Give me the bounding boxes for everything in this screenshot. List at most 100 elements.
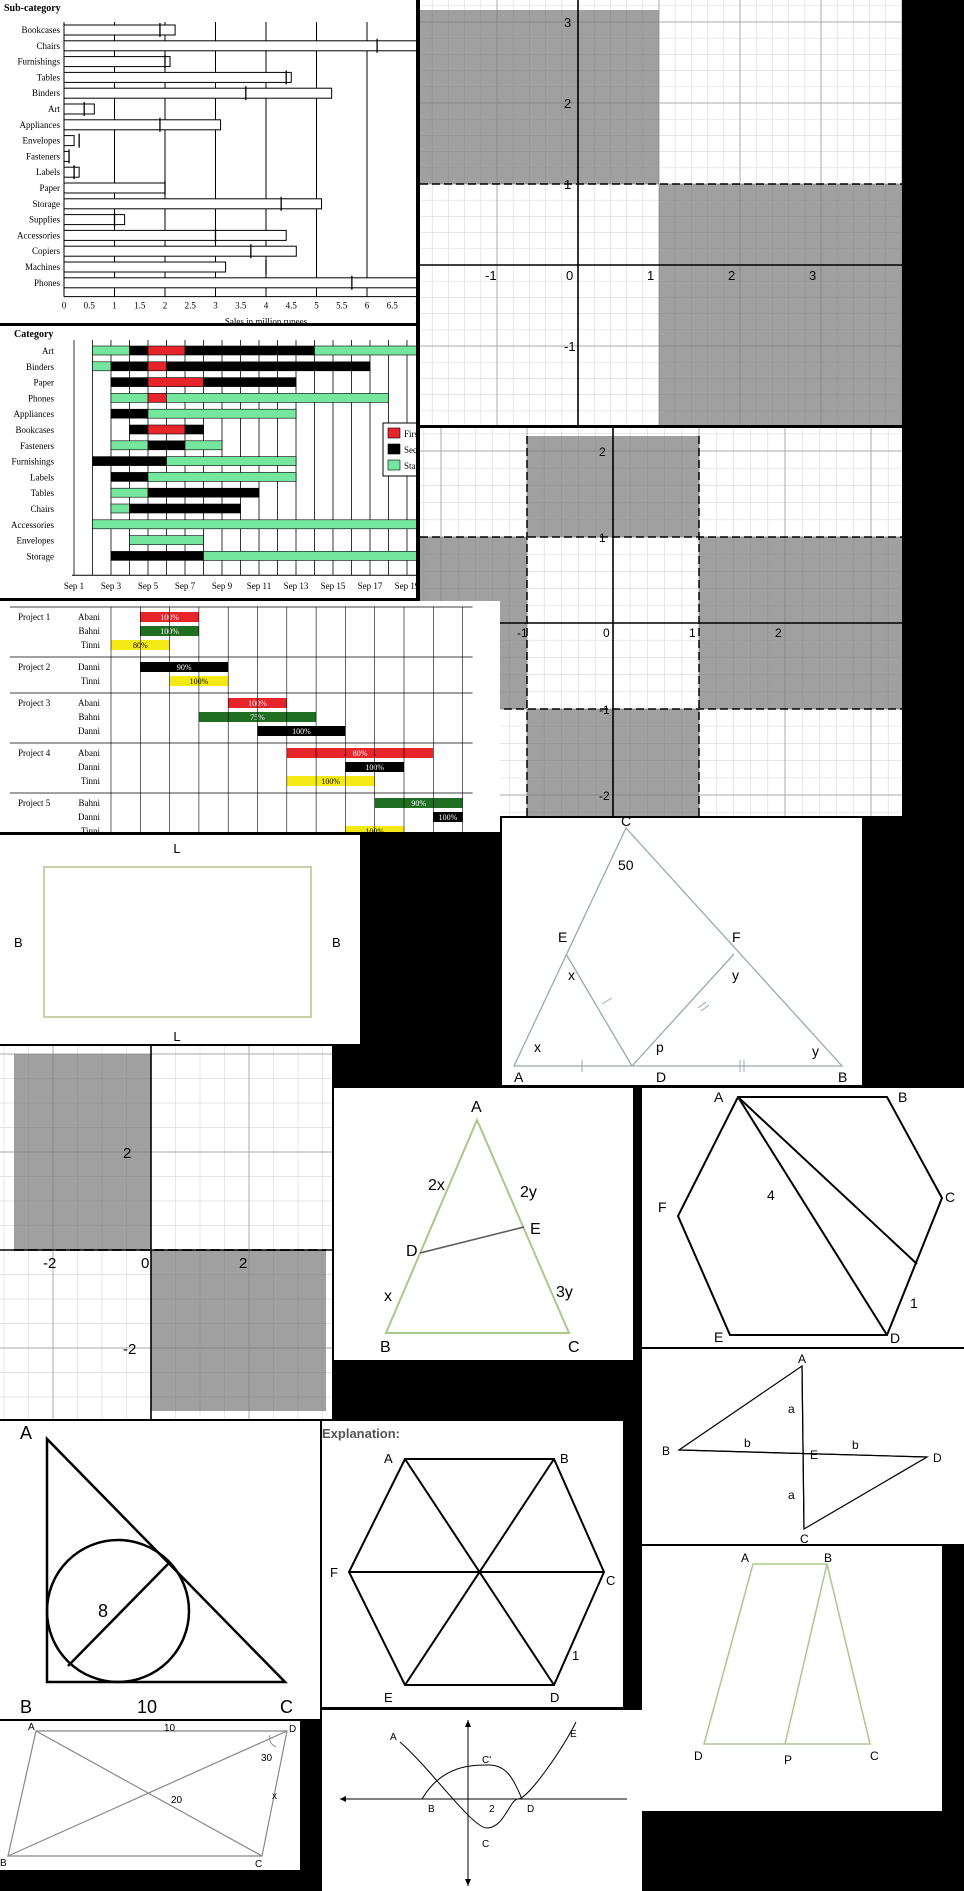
vertex-a: A <box>20 1423 32 1443</box>
legend-label: First Class <box>404 429 416 439</box>
task-bar <box>140 662 229 672</box>
label-x-upper: x <box>568 967 575 983</box>
task-percent: 100% <box>321 777 340 786</box>
gantt-bar <box>110 408 149 419</box>
hexagon-diagonal-panel: A B C D E F 4 1 <box>642 1088 964 1347</box>
vertex-e: E <box>530 1221 541 1238</box>
project-label: Project 4 <box>18 748 51 758</box>
label-3y: 3y <box>556 1284 573 1301</box>
category-label: Binders <box>32 88 60 98</box>
x-tick-label: -1 <box>517 626 528 640</box>
point-a: A <box>390 1732 397 1743</box>
x-tick-label: 5.5 <box>336 301 348 311</box>
rectangle-diagonal-panel: A D B C 10 20 30 x <box>0 1721 300 1870</box>
point-c: C <box>482 1839 489 1850</box>
x-tick-label: Sep 19 <box>395 581 416 591</box>
x-tick-label: 6.5 <box>387 301 399 311</box>
trapezoid-panel: A B C D P <box>642 1546 942 1811</box>
bar <box>63 56 171 68</box>
category-label: Furnishings <box>11 457 54 467</box>
label-2y: 2y <box>520 1184 537 1201</box>
person-label: Danni <box>78 662 100 672</box>
vertex-b: B <box>0 1858 7 1869</box>
shaded-region <box>14 1054 151 1250</box>
task-percent: 100% <box>292 727 311 736</box>
gantt-bar <box>110 551 204 561</box>
bar <box>63 245 297 257</box>
category-label: Storage <box>27 551 55 561</box>
vertex-a: A <box>741 1551 749 1565</box>
vertex-a: A <box>514 1069 524 1085</box>
vertex-d: D <box>550 1690 559 1705</box>
triangle-de-panel: A D E B C 2x 2y x 3y <box>334 1088 633 1360</box>
vertex-d: D <box>933 1451 942 1465</box>
x-tick-label: Sep 5 <box>138 581 159 591</box>
gantt-bar <box>129 345 149 356</box>
x-tick-label: Sep 17 <box>358 581 383 591</box>
y-tick-label: 2 <box>599 445 606 459</box>
vertex-c: C <box>945 1189 955 1205</box>
gantt-bar <box>147 377 204 387</box>
label-b-left: b <box>744 1436 751 1450</box>
angle-50: 50 <box>618 857 634 873</box>
bar <box>63 24 176 36</box>
gantt-bar <box>92 456 167 466</box>
gantt-bar <box>92 345 130 356</box>
task-bar <box>433 812 463 822</box>
person-label: Danni <box>78 762 100 772</box>
label-top: L <box>173 841 180 856</box>
category-label: Labels <box>36 167 60 177</box>
rhombus-panel: A B D C E a a b b <box>642 1349 964 1544</box>
label-side-x: x <box>272 1791 277 1802</box>
y-tick-label: -1 <box>599 703 610 717</box>
x-tick-label: 3 <box>213 301 218 311</box>
category-label: Supplies <box>29 215 61 225</box>
person-label: Bahni <box>79 798 101 808</box>
vertex-a: A <box>471 1099 482 1116</box>
x-axis-label: Sales in million rupees <box>225 317 308 323</box>
gantt-bar <box>129 535 204 545</box>
task-percent: 100% <box>439 813 458 822</box>
label-bottom: L <box>173 1029 180 1044</box>
vertex-c: C <box>606 1573 615 1588</box>
category-label: Envelopes <box>23 136 61 146</box>
vertex-a: A <box>714 1089 724 1105</box>
gantt-bar <box>166 456 297 466</box>
legend-label: Second Class <box>404 445 416 455</box>
y-tick-label: -1 <box>564 339 576 354</box>
label-y-lower: y <box>812 1043 819 1059</box>
x-tick-label: 1 <box>112 301 117 311</box>
x-tick-label: 2 <box>163 301 168 311</box>
vertex-b: B <box>824 1551 832 1565</box>
hexagon-diagonal-figure: A B C D E F 4 1 <box>658 1089 955 1346</box>
gantt-bar <box>92 519 416 530</box>
incircle-figure: A B C 8 10 <box>20 1423 293 1717</box>
task-bar <box>257 726 346 736</box>
legend-swatch <box>387 443 401 455</box>
x-tick-label: Sep 1 <box>64 581 84 591</box>
person-label: Tinni <box>81 776 101 786</box>
vertex-c: C <box>870 1749 879 1763</box>
task-bar <box>374 798 463 808</box>
rhombus-figure: A B D C E a a b b <box>662 1352 942 1544</box>
triangle-efd-panel: C 50 E F x y x y p A D B <box>502 818 862 1085</box>
person-label: Tinni <box>81 676 101 686</box>
person-label: Tinni <box>81 826 101 832</box>
task-percent: 90% <box>177 663 192 672</box>
gantt-bar <box>129 503 241 514</box>
task-percent: 80% <box>353 749 368 758</box>
category-label: Envelopes <box>17 536 55 546</box>
category-label: Chairs <box>31 504 55 514</box>
label-diameter-8: 8 <box>98 1601 108 1621</box>
person-label: Abani <box>78 612 100 622</box>
x-tick-label: 0 <box>141 1255 149 1272</box>
category-label: Phones <box>28 393 55 403</box>
x-tick-label: 4 <box>264 301 269 311</box>
vertex-b: B <box>20 1697 32 1717</box>
vertex-b: B <box>898 1089 907 1105</box>
gantt-bar <box>166 361 371 372</box>
